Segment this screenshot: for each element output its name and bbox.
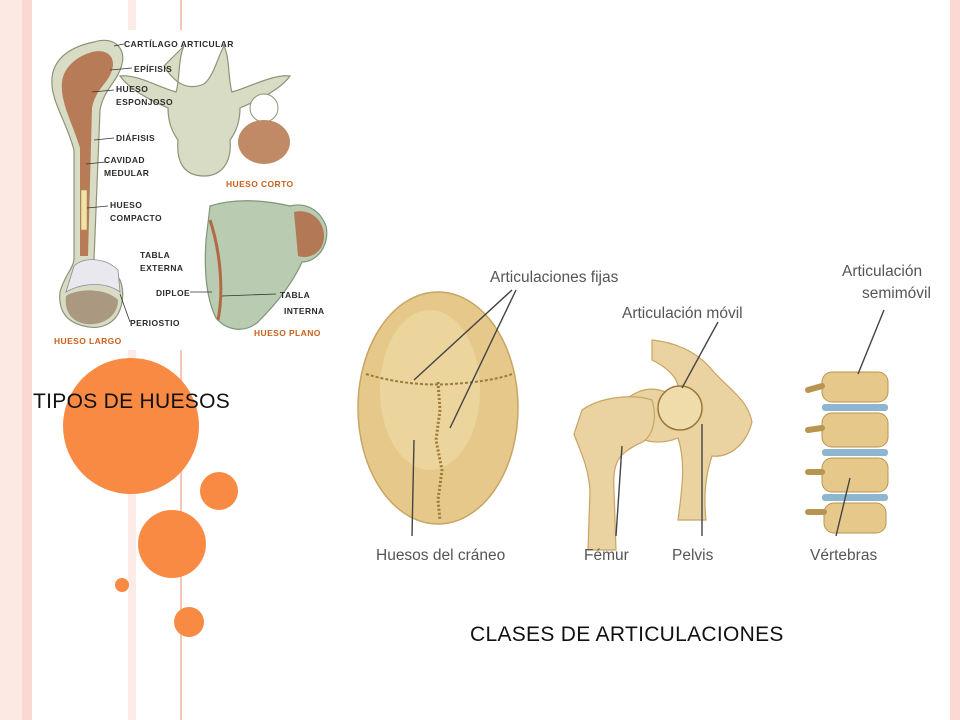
label-articulaciones-fijas: Articulaciones fijas xyxy=(490,269,619,286)
bone-types-figure: CARTÍLAGO ARTICULAR EPÍFISIS HUESO ESPON… xyxy=(44,30,332,350)
label-compacto-2: COMPACTO xyxy=(110,213,162,223)
label-hueso-largo: HUESO LARGO xyxy=(54,336,122,346)
label-cavidad-2: MEDULAR xyxy=(104,168,149,178)
label-esponjoso-2: ESPONJOSO xyxy=(116,97,173,107)
left-stripe-pale xyxy=(0,0,22,720)
label-huesos-craneo: Huesos del cráneo xyxy=(376,547,505,564)
decor-circle-medium-a xyxy=(200,472,238,510)
joint-types-figure: Articulaciones fijas Articulación móvil … xyxy=(352,250,948,580)
bone-types-svg: CARTÍLAGO ARTICULAR EPÍFISIS HUESO ESPON… xyxy=(51,39,328,346)
label-cavidad-1: CAVIDAD xyxy=(104,155,145,165)
label-tabla-interna-2: INTERNA xyxy=(284,306,325,316)
label-cartilago: CARTÍLAGO ARTICULAR xyxy=(124,39,234,49)
decor-circle-tiny xyxy=(115,578,129,592)
label-diploe: DIPLOE xyxy=(156,288,190,298)
label-tabla-externa-2: EXTERNA xyxy=(140,263,183,273)
decor-circle-medium-b xyxy=(138,510,206,578)
title-clases-de-articulaciones: CLASES DE ARTICULACIONES xyxy=(470,623,784,646)
decor-circle-large xyxy=(63,358,199,494)
label-articulacion-semimovil-2: semimóvil xyxy=(862,285,931,302)
flat-bone-illustration xyxy=(204,200,328,330)
label-periostio: PERIOSTIO xyxy=(130,318,180,328)
right-stripe xyxy=(950,0,960,720)
label-pelvis: Pelvis xyxy=(672,547,714,564)
title-tipos-de-huesos: TIPOS DE HUESOS xyxy=(33,390,231,413)
decor-circle-small xyxy=(174,607,204,637)
label-hueso-plano: HUESO PLANO xyxy=(254,328,321,338)
label-epifisis: EPÍFISIS xyxy=(134,64,172,74)
label-vertebras: Vértebras xyxy=(810,547,877,564)
label-hueso-corto: HUESO CORTO xyxy=(226,179,294,189)
label-tabla-interna-1: TABLA xyxy=(280,290,310,300)
left-stripe-pink xyxy=(22,0,32,720)
label-articulacion-movil: Articulación móvil xyxy=(622,305,743,322)
label-femur: Fémur xyxy=(584,547,629,564)
label-esponjoso-1: HUESO xyxy=(116,84,148,94)
hip-joint-illustration xyxy=(573,339,753,551)
skull-illustration xyxy=(357,291,519,525)
left-stripe-line xyxy=(180,0,182,720)
joint-types-svg: Articulaciones fijas Articulación móvil … xyxy=(357,263,931,564)
long-bone-illustration xyxy=(51,39,124,328)
spine-illustration xyxy=(805,371,889,534)
short-bone-illustration xyxy=(118,44,292,177)
label-diafisis: DIÁFISIS xyxy=(116,133,155,143)
label-tabla-externa-1: TABLA xyxy=(140,250,170,260)
label-compacto-1: HUESO xyxy=(110,200,142,210)
label-articulacion-semimovil-1: Articulación xyxy=(842,263,922,280)
